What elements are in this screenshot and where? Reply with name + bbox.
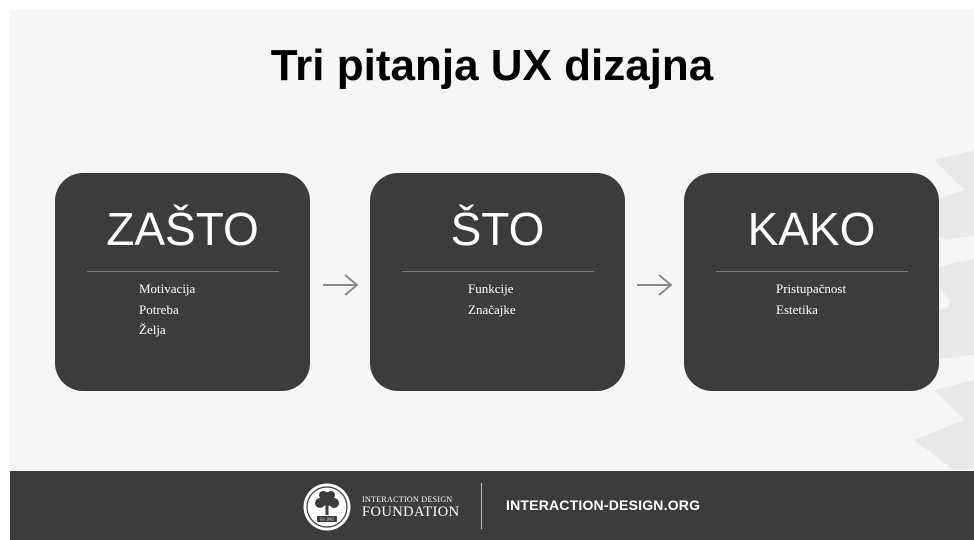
card-heading: ZAŠTO: [106, 203, 259, 255]
slide: Tri pitanja UX dizajna ZAŠTO Motivacija …: [10, 10, 974, 540]
tree-logo-icon: Est. 2002: [303, 483, 351, 531]
card-divider: [402, 271, 594, 272]
logo-line2: FOUNDATION: [362, 504, 460, 520]
card-heading: ŠTO: [450, 203, 545, 255]
right-arrow-icon: [637, 274, 673, 296]
logo-line1: INTERACTION DESIGN: [362, 495, 453, 504]
logo-wordmark: INTERACTION DESIGN FOUNDATION: [362, 495, 459, 520]
card-kako: KAKO Pristupačnost Estetika: [684, 173, 939, 391]
card-item: Pristupačnost: [776, 281, 847, 296]
card-item: Želja: [139, 322, 166, 337]
slide-title: Tri pitanja UX dizajna: [270, 41, 714, 90]
footer-divider: [481, 483, 482, 529]
card-item: Potreba: [139, 301, 179, 317]
footer: Est. 2002 INTERACTION DESIGN FOUNDATION …: [10, 471, 974, 540]
card-divider: [87, 271, 279, 272]
card-item-list: Funkcije Značajke: [468, 279, 516, 320]
logo-badge-text: Est. 2002: [320, 518, 334, 522]
card-item: Estetika: [776, 301, 818, 317]
card-item-list: Motivacija Potreba Želja: [139, 279, 195, 341]
card-divider: [716, 271, 908, 272]
card-zasto: ZAŠTO Motivacija Potreba Želja: [55, 173, 310, 391]
card-sto: ŠTO Funkcije Značajke: [370, 173, 625, 391]
site-url[interactable]: INTERACTION-DESIGN.ORG: [506, 497, 701, 513]
card-item: Funkcije: [468, 281, 514, 296]
card-item-list: Pristupačnost Estetika: [776, 279, 846, 320]
right-arrow-icon: [323, 274, 359, 296]
card-item: Motivacija: [139, 281, 196, 296]
card-item: Značajke: [468, 301, 516, 317]
card-heading: KAKO: [747, 203, 876, 255]
